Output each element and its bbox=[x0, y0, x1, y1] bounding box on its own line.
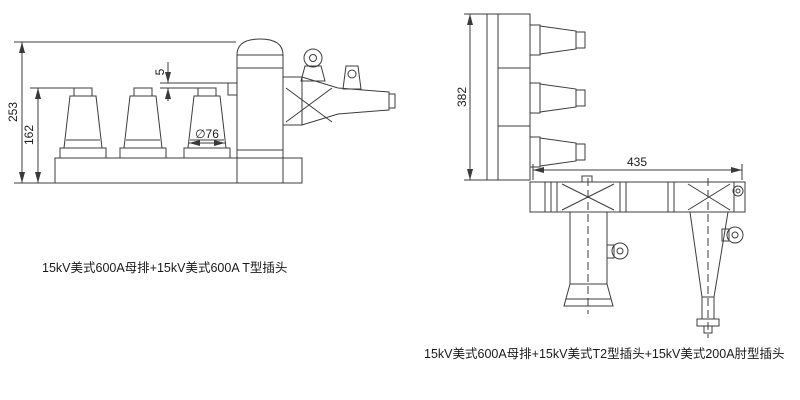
dim-5-label: 5 bbox=[153, 68, 167, 75]
left-view bbox=[14, 38, 396, 184]
dim-435-label: 435 bbox=[627, 155, 647, 169]
right-busbar bbox=[486, 13, 531, 181]
dim-253-label: 253 bbox=[6, 102, 20, 122]
left-bushing-2 bbox=[123, 87, 163, 149]
dimension-382 bbox=[464, 13, 487, 181]
dimension-162 bbox=[30, 87, 74, 183]
lifting-eye bbox=[300, 48, 326, 82]
horizontal-tube bbox=[529, 175, 746, 213]
right-caption: 15kV美式600A母排+15kV美式T2型插头+15kV美式200A肘型插头 bbox=[424, 346, 785, 361]
left-bushing-1 bbox=[63, 87, 103, 149]
right-bushing-3 bbox=[529, 136, 586, 168]
dimension-5 bbox=[160, 62, 228, 101]
t2-plug bbox=[561, 178, 629, 314]
right-bushing-1 bbox=[529, 24, 586, 56]
dim-162-label: 162 bbox=[22, 125, 36, 145]
elbow-plug bbox=[687, 178, 744, 338]
dim-382-label: 382 bbox=[455, 87, 469, 107]
t-plug-arm bbox=[282, 65, 396, 126]
left-busbar-base bbox=[54, 147, 303, 184]
left-caption: 15kV美式600A母排+15kV美式600A T型插头 bbox=[42, 261, 287, 275]
right-view bbox=[464, 13, 746, 338]
t-plug-body bbox=[227, 38, 284, 184]
dimension-253 bbox=[14, 41, 236, 184]
dimension-435 bbox=[532, 164, 743, 180]
dim-dia76-label: ∅76 bbox=[195, 127, 219, 141]
right-bushing-2 bbox=[529, 82, 586, 114]
